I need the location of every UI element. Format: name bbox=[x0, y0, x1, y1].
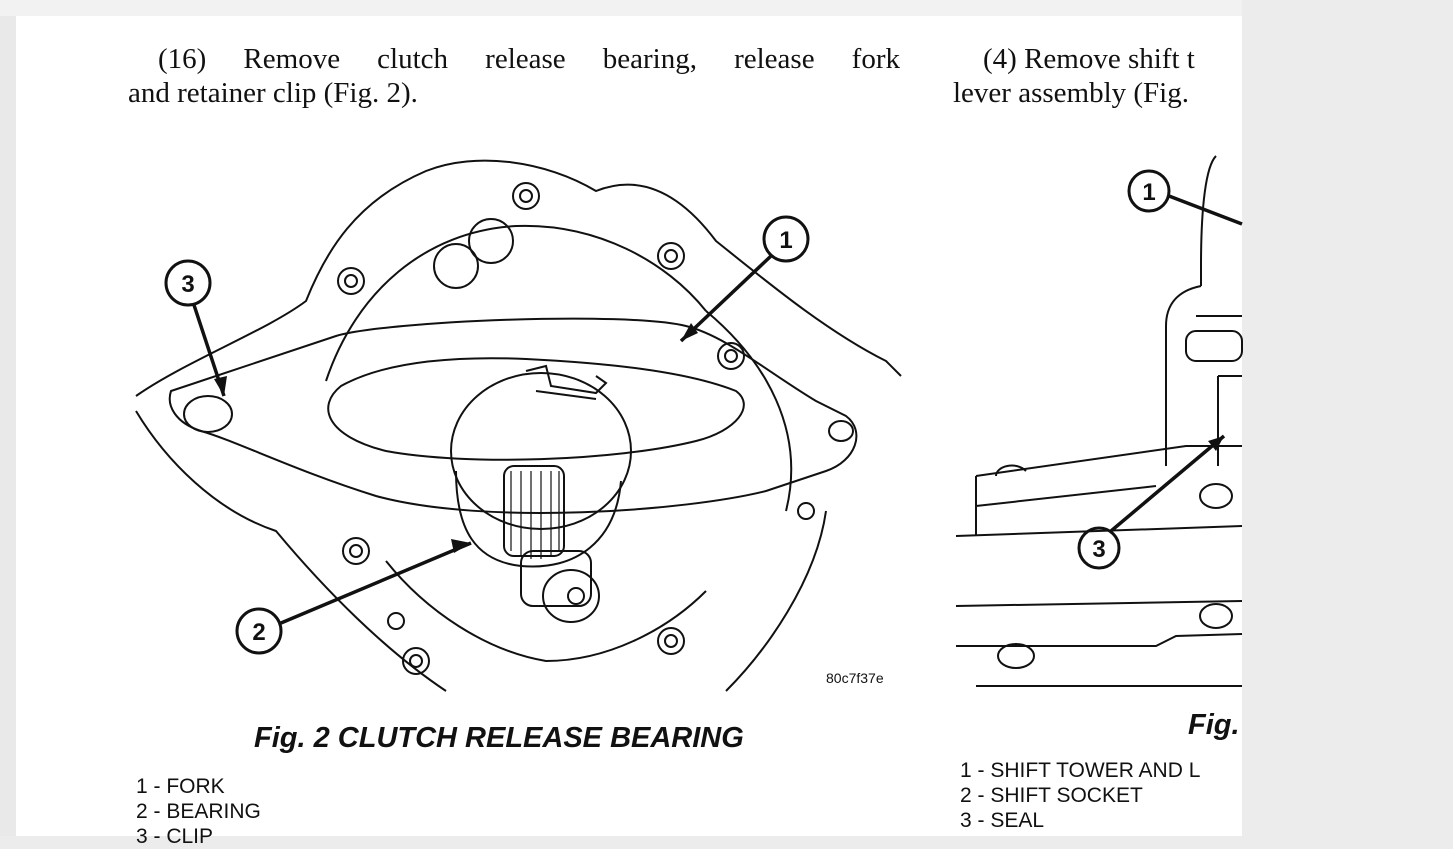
legend-item-clip: 3 - CLIP bbox=[136, 825, 214, 848]
legend-item-shift-tower: 1 - SHIFT TOWER AND L bbox=[960, 759, 1201, 782]
callout-3-label: 3 bbox=[181, 271, 194, 298]
callout-1-label: 1 bbox=[779, 227, 792, 254]
figure-code: 80c7f37e bbox=[826, 670, 884, 686]
right-paragraph: (4) Remove shift t lever assembly (Fig. bbox=[953, 42, 1453, 110]
clutch-release-bearing-figure: 1 3 2 bbox=[135, 159, 902, 692]
right-callout-3-label: 3 bbox=[1092, 536, 1105, 563]
callout-2-label: 2 bbox=[252, 619, 265, 646]
right-figure-legend: 1 - SHIFT TOWER AND L 2 - SHIFT SOCKET 3… bbox=[960, 758, 1200, 833]
right-paragraph-line2: lever assembly (Fig. bbox=[953, 77, 1189, 109]
left-figure-caption: Fig. 2 CLUTCH RELEASE BEARING bbox=[254, 722, 744, 754]
right-paragraph-line1: (4) Remove shift t bbox=[983, 43, 1195, 75]
viewer-left-gutter bbox=[0, 16, 16, 836]
legend-item-fork: 1 - FORK bbox=[136, 775, 225, 798]
viewer-top-bar bbox=[0, 0, 1242, 16]
legend-item-seal: 3 - SEAL bbox=[960, 809, 1045, 832]
left-figure-legend: 1 - FORK 2 - BEARING 3 - CLIP bbox=[136, 774, 261, 849]
shift-tower-figure: 1 3 bbox=[955, 155, 1243, 687]
legend-item-bearing: 2 - BEARING bbox=[136, 800, 261, 823]
right-callout-1-label: 1 bbox=[1142, 179, 1155, 206]
left-paragraph-line1: (16) Remove clutch release bearing, rele… bbox=[158, 43, 900, 75]
right-figure-caption: Fig. bbox=[1188, 709, 1240, 741]
left-paragraph: (16) Remove clutch release bearing, rele… bbox=[128, 42, 900, 110]
left-paragraph-line2: and retainer clip (Fig. 2). bbox=[128, 77, 418, 109]
document-page: (16) Remove clutch release bearing, rele… bbox=[16, 16, 1243, 848]
legend-item-shift-socket: 2 - SHIFT SOCKET bbox=[960, 784, 1143, 807]
